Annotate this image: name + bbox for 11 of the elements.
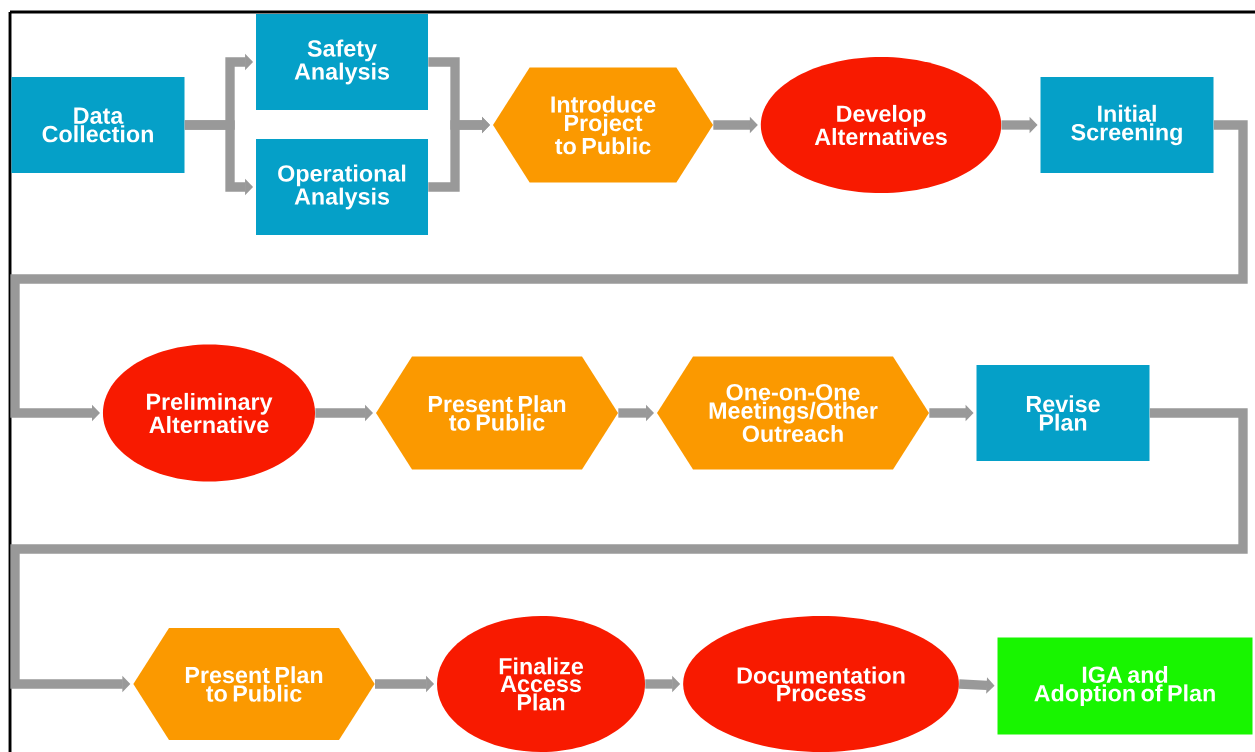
arrow <box>428 116 490 192</box>
process-box: Revise Plan <box>976 365 1150 461</box>
hexagon: Introduce Project to Public <box>493 67 713 183</box>
process-box: Data Collection <box>11 77 185 173</box>
hexagon: Present Plan to Public <box>376 356 618 470</box>
process-box: Safety Analysis <box>256 14 428 110</box>
process-box: Operational Analysis <box>256 139 428 235</box>
hexagon: One-on-One Meetings/Other Outreach <box>657 356 929 470</box>
process-box: IGA and Adoption of Plan <box>997 637 1253 735</box>
hexagon: Present Plan to Public <box>133 628 375 740</box>
process-box: Initial Screening <box>1040 77 1214 173</box>
